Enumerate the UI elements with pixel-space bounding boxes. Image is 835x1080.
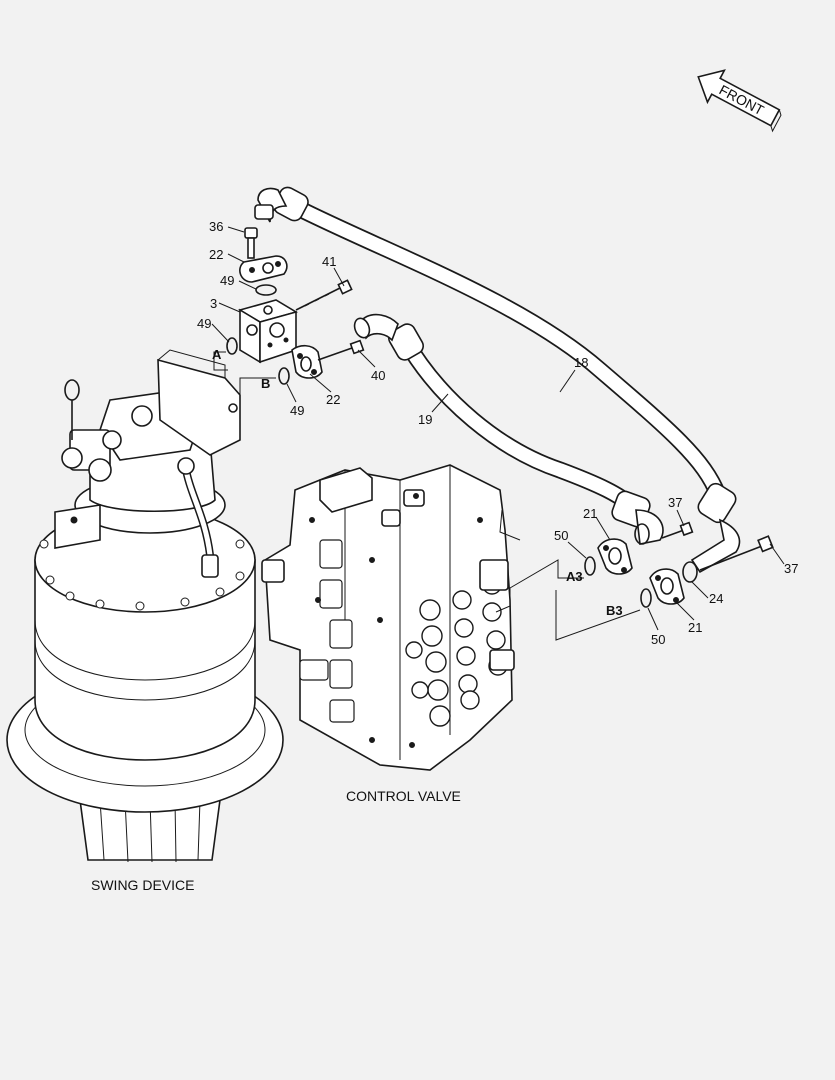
callout-49-b: 49 (290, 403, 304, 418)
flange-21-lower (649, 568, 685, 605)
o-ring-hose-19 (634, 523, 650, 545)
connection-lines (213, 351, 641, 641)
port-labels: A B A3 B3 (212, 347, 623, 618)
flange-21-upper (597, 538, 633, 575)
o-ring-50-upper (584, 556, 596, 576)
callout-49-top: 49 (220, 273, 234, 288)
callout-36: 36 (209, 219, 223, 234)
hose-18 (254, 186, 741, 574)
callout-40: 40 (371, 368, 385, 383)
caption-swing-device: SWING DEVICE (91, 877, 194, 893)
port-a3-label: A3 (566, 569, 583, 584)
o-ring-24 (682, 561, 698, 583)
control-valve (261, 464, 515, 771)
leader-lines (211, 226, 785, 631)
port-b3-label: B3 (606, 603, 623, 618)
port-b-label: B (261, 376, 270, 391)
callout-50-upper: 50 (554, 528, 568, 543)
bolt-41 (295, 279, 353, 311)
hose-19 (353, 313, 664, 545)
callout-22-top: 22 (209, 247, 223, 262)
flange-22-lower (291, 344, 323, 379)
callout-18: 18 (574, 355, 588, 370)
callout-37-right: 37 (784, 561, 798, 576)
callout-24: 24 (709, 591, 723, 606)
callout-19: 19 (418, 412, 432, 427)
callout-49-left: 49 (197, 316, 211, 331)
callout-50-lower: 50 (651, 632, 665, 647)
callout-37-upper: 37 (668, 495, 682, 510)
callout-3: 3 (210, 296, 217, 311)
callout-22-b: 22 (326, 392, 340, 407)
bolt-36 (244, 227, 258, 259)
o-ring-50-lower (640, 588, 652, 608)
bolt-37-right (699, 535, 774, 571)
caption-control-valve: CONTROL VALVE (346, 788, 461, 804)
bolt-40 (317, 339, 365, 361)
front-arrow: FRONT (697, 69, 782, 133)
o-ring-49-top (255, 284, 277, 296)
callout-21-upper: 21 (583, 506, 597, 521)
o-ring-49-b (278, 367, 290, 385)
flange-22-top (239, 255, 288, 283)
callout-41: 41 (322, 254, 336, 269)
port-a-label: A (212, 347, 222, 362)
block-3 (237, 299, 299, 364)
callout-numbers: 36 22 49 3 49 41 40 49 22 18 19 21 50 37… (197, 219, 798, 647)
o-ring-49-left (226, 337, 238, 355)
swing-device (6, 349, 284, 863)
callout-21-lower: 21 (688, 620, 702, 635)
bolt-37-upper (661, 521, 694, 539)
